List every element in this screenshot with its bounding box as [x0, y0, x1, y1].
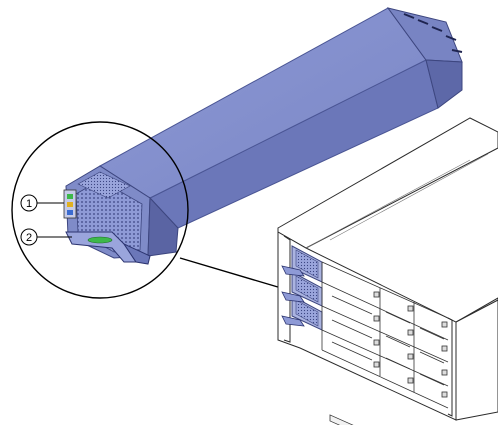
status-led-blue: [67, 210, 73, 215]
fan-bays: [281, 245, 323, 331]
drive-bays: [321, 261, 449, 425]
top-grille: [77, 171, 131, 199]
callout-1: 1: [20, 194, 64, 212]
status-led-panel: [63, 189, 77, 219]
latch-green-tab: [87, 236, 113, 244]
callout-2: 2: [20, 228, 72, 246]
callout-2-label: 2: [26, 232, 32, 244]
server-chassis: [277, 117, 498, 425]
magnifier-leader-line: [179, 257, 289, 291]
chassis-side: [455, 297, 498, 421]
fan-module: [63, 7, 463, 265]
release-latch: [65, 231, 151, 265]
detail-magnifier-circle: [11, 121, 189, 299]
rear-pins: [403, 13, 463, 53]
callout-1-label: 1: [26, 198, 32, 210]
status-led-amber: [67, 202, 73, 207]
status-led-green: [67, 194, 73, 199]
